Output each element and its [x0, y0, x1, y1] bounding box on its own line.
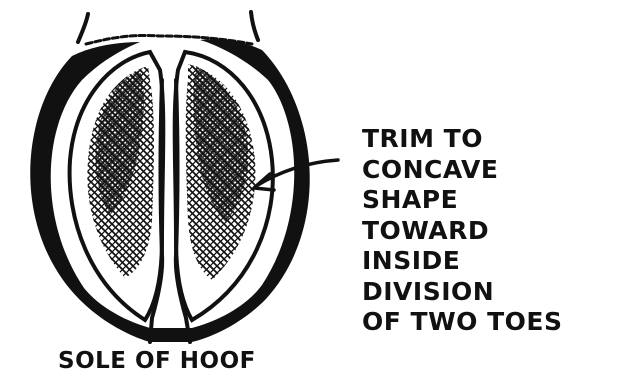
- instruction-line: SHAPE: [362, 185, 563, 216]
- instruction-line: CONCAVE: [362, 155, 563, 186]
- figure-caption: SOLE OF HOOF: [58, 348, 256, 374]
- instruction-line: INSIDE: [362, 246, 563, 277]
- instruction-line: DIVISION: [362, 277, 563, 308]
- instruction-line: OF TWO TOES: [362, 307, 563, 338]
- instruction-line: TOWARD: [362, 216, 563, 247]
- leg-outline: [78, 12, 258, 44]
- trim-instruction-label: TRIM TO CONCAVE SHAPE TOWARD INSIDE DIVI…: [362, 124, 563, 338]
- left-toe: [70, 52, 164, 320]
- instruction-line: TRIM TO: [362, 124, 563, 155]
